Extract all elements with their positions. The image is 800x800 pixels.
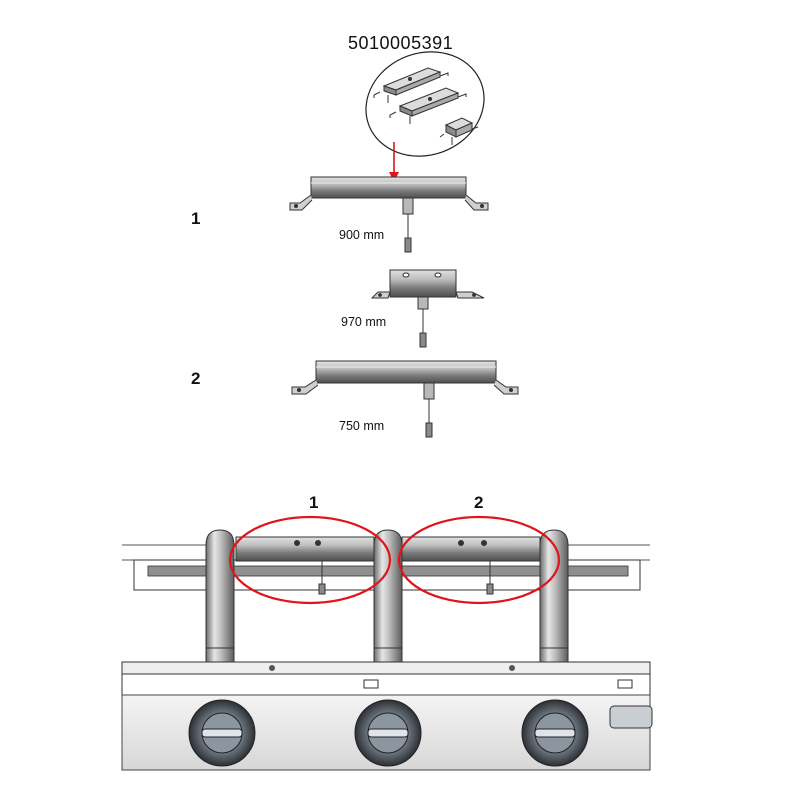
- callout-label-2: 2: [191, 369, 201, 388]
- appliance-installation-view: [121, 515, 653, 771]
- installation-callout-1: 1: [309, 493, 319, 512]
- installed-bar-2: [401, 536, 541, 595]
- burner-knob-center-icon: [354, 699, 422, 767]
- installed-bar-1: [235, 536, 375, 595]
- burner-bar-assembly-900: [289, 176, 489, 253]
- length-label-750: 750 mm: [339, 419, 385, 433]
- part-number: 5010005391: [348, 33, 454, 53]
- bracket-piece-c: [439, 117, 479, 145]
- callout-label-1: 1: [191, 209, 201, 228]
- bracket-piece-b: [389, 87, 467, 124]
- highlight-ellipse-2-icon: [397, 515, 561, 605]
- burner-bar-assembly-970: [370, 269, 485, 348]
- burner-bar-assembly-750: [291, 360, 519, 438]
- burner-knob-right-icon: [521, 699, 589, 767]
- burner-pipe-left: [205, 529, 235, 669]
- bracket-kit-detail: [365, 51, 485, 157]
- installation-callout-2: 2: [474, 493, 484, 512]
- length-label-970: 970 mm: [341, 315, 387, 329]
- burner-knob-left-icon: [188, 699, 256, 767]
- bracket-piece-a: [373, 67, 449, 103]
- burner-pipe-right: [539, 529, 569, 669]
- brand-plate-logo: [609, 705, 653, 729]
- length-label-900: 900 mm: [339, 228, 385, 242]
- highlight-ellipse-1-icon: [228, 515, 392, 605]
